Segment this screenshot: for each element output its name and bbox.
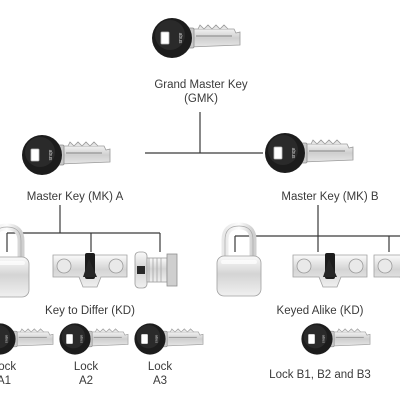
grand-master-key-title: Grand Master Key	[154, 79, 248, 91]
grand-master-key-icon	[151, 17, 241, 59]
euro-cylinder-icon	[292, 252, 368, 288]
master-key-b-label: Master Key (MK) B	[281, 191, 379, 203]
lock-a1-id: A1	[0, 375, 12, 387]
lock-b-key-icon	[300, 322, 371, 356]
padlock-icon	[0, 227, 29, 297]
cam-lock-icon	[134, 251, 178, 289]
grand-master-key-label: Grand Master Key (GMK)	[140, 78, 262, 106]
master-key-a-label: Master Key (MK) A	[26, 191, 124, 203]
lock-a2-label: Lock A2	[66, 360, 106, 388]
lock-a3-key-icon	[133, 322, 204, 356]
lock-a1-key-icon	[0, 322, 54, 356]
euro-cylinder-icon	[373, 252, 400, 288]
connector-lines	[6, 112, 400, 252]
lock-a3-id: A3	[152, 375, 168, 387]
master-key-b-icon	[264, 132, 354, 174]
lock-a2-key-icon	[58, 322, 129, 356]
lock-a2-title: Lock	[73, 361, 99, 373]
lock-a3-label: Lock A3	[140, 360, 180, 388]
lock-a1-title: Lock	[0, 361, 17, 373]
master-key-a-icon	[21, 134, 111, 176]
lock-a1-label: Lock A1	[0, 360, 24, 388]
lock-a2-id: A2	[78, 375, 94, 387]
lock-a3-title: Lock	[147, 361, 173, 373]
key-to-differ-label: Key to Differ (KD)	[45, 305, 135, 317]
grand-master-key-abbrev: (GMK)	[184, 93, 218, 105]
euro-cylinder-icon	[52, 252, 128, 288]
keyed-alike-label: Keyed Alike (KD)	[276, 305, 364, 317]
lock-b-label: Lock B1, B2 and B3	[269, 369, 371, 381]
